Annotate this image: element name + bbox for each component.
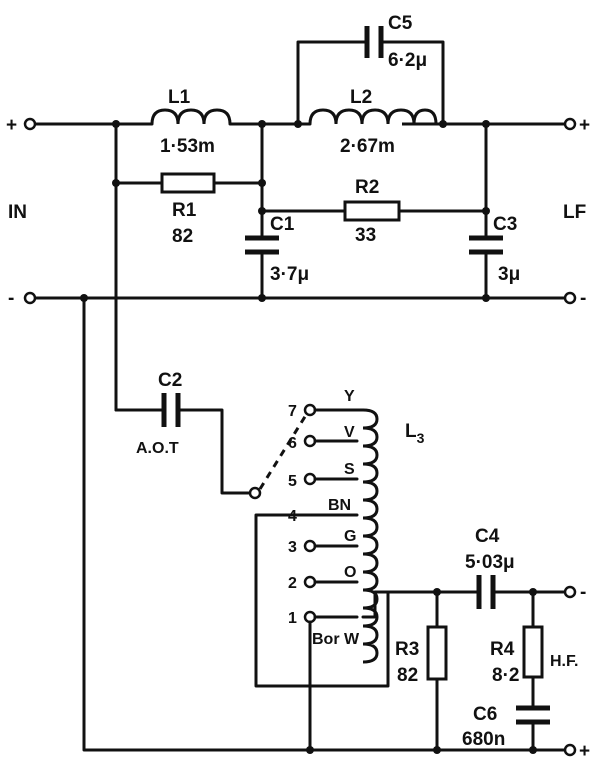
junction-dots bbox=[80, 120, 537, 754]
tap-colors: Y V S BN G O Bor W bbox=[312, 388, 360, 648]
capacitor-c3 bbox=[469, 122, 503, 300]
tap-color: G bbox=[344, 528, 356, 545]
r3-value: 82 bbox=[397, 665, 418, 686]
terminal-lf-minus[interactable] bbox=[563, 291, 577, 305]
tap-number: 5 bbox=[288, 473, 297, 490]
label-hf: H.F. bbox=[550, 653, 578, 670]
r2-name: R2 bbox=[355, 177, 379, 198]
selector-wiper[interactable] bbox=[248, 486, 262, 500]
c2-value: A.O.T bbox=[136, 440, 179, 457]
capacitor-c6 bbox=[516, 705, 550, 752]
capacitor-c4 bbox=[476, 575, 567, 609]
l2-value: 2·67m bbox=[340, 136, 395, 157]
c6-name: C6 bbox=[473, 704, 497, 725]
capacitor-c2 bbox=[114, 393, 252, 495]
capacitor-c5 bbox=[296, 26, 445, 126]
resistor-r1 bbox=[114, 172, 264, 194]
tap-number: 3 bbox=[288, 539, 297, 556]
l1-name: L1 bbox=[168, 87, 191, 108]
ground-return bbox=[82, 296, 567, 752]
tap-color: BN bbox=[328, 497, 351, 514]
tap-color: Bor W bbox=[312, 631, 360, 648]
in-plus-sign: + bbox=[6, 115, 17, 136]
r2-value: 33 bbox=[355, 225, 376, 246]
r1-value: 82 bbox=[172, 226, 193, 247]
c6-value: 680n bbox=[462, 729, 505, 750]
c3-value: 3μ bbox=[498, 264, 520, 285]
lf-minus-sign: - bbox=[580, 288, 586, 309]
c4-value: 5·03μ bbox=[465, 552, 515, 573]
r3-name: R3 bbox=[395, 639, 419, 660]
r1-name: R1 bbox=[172, 200, 197, 221]
tap-numbers: 7 6 5 4 3 2 1 bbox=[288, 403, 297, 627]
c1-name: C1 bbox=[270, 214, 295, 235]
resistor-r4 bbox=[522, 590, 544, 708]
r4-value: 8·2 bbox=[492, 665, 519, 686]
resistor-r2 bbox=[260, 200, 488, 222]
inductor-l2 bbox=[308, 108, 440, 126]
capacitor-c1 bbox=[245, 235, 279, 300]
wire-l3-output bbox=[361, 590, 479, 619]
c5-value: 6·2μ bbox=[388, 50, 427, 71]
inductor-l1 bbox=[150, 108, 232, 125]
hf-minus-sign: - bbox=[580, 582, 586, 603]
tap-number: 1 bbox=[288, 610, 297, 627]
tap-number: 7 bbox=[288, 403, 297, 420]
c2-name: C2 bbox=[158, 370, 182, 391]
terminal-hf-plus[interactable] bbox=[563, 743, 577, 757]
terminal-in-minus[interactable] bbox=[23, 291, 37, 305]
c3-name: C3 bbox=[493, 214, 517, 235]
c1-value: 3·7μ bbox=[270, 264, 309, 285]
inductor-l3 bbox=[362, 408, 379, 664]
terminal-lf-plus[interactable] bbox=[563, 117, 577, 131]
tap-number: 4 bbox=[288, 508, 297, 525]
resistor-r3 bbox=[426, 590, 448, 752]
l1-value: 1·53m bbox=[160, 136, 215, 157]
tap-color: S bbox=[344, 461, 355, 478]
tap-number: 6 bbox=[288, 435, 297, 452]
terminal-in-plus[interactable] bbox=[23, 117, 37, 131]
terminal-hf-minus[interactable] bbox=[563, 585, 577, 599]
tap-contacts bbox=[303, 403, 365, 624]
label-lf: LF bbox=[563, 202, 586, 223]
selector-arm bbox=[258, 414, 308, 490]
l3-name: L3 bbox=[405, 421, 425, 446]
tap-number: 2 bbox=[288, 575, 297, 592]
tap-color: V bbox=[344, 424, 355, 441]
hf-plus-sign: + bbox=[579, 741, 590, 762]
c5-name: C5 bbox=[388, 13, 413, 34]
label-in: IN bbox=[8, 202, 27, 223]
tap-color: O bbox=[344, 564, 356, 581]
r4-name: R4 bbox=[490, 639, 515, 660]
c4-name: C4 bbox=[475, 526, 500, 547]
in-minus-sign: - bbox=[8, 288, 14, 309]
l2-name: L2 bbox=[350, 87, 372, 108]
lf-plus-sign: + bbox=[579, 115, 590, 136]
tap-color: Y bbox=[344, 388, 355, 405]
